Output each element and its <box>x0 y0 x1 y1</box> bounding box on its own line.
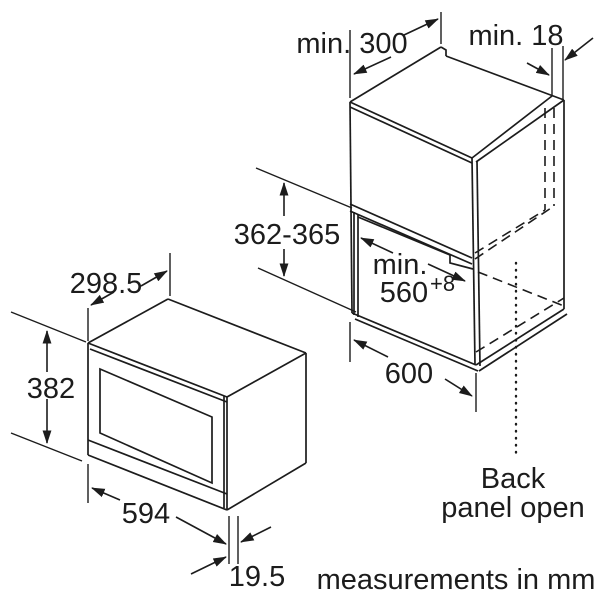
dim-arrow <box>353 339 389 358</box>
cabinet-side-face <box>475 100 568 372</box>
niche-floor-edge <box>357 216 474 270</box>
dim-oven-height: 382 <box>10 311 87 462</box>
top-right-edge-inner <box>471 95 553 159</box>
oven-top-back-edge <box>167 298 307 354</box>
top-right-edge-outer <box>475 99 565 163</box>
front-right-edge-a <box>471 157 476 366</box>
dimensions: min. 300 min. 18 362-365 <box>10 12 594 593</box>
dim-cabinet-width: 600 <box>349 322 477 412</box>
oven-top-face <box>87 298 307 398</box>
top-back-edge <box>445 55 565 101</box>
ext-line <box>257 267 357 313</box>
dim-label-niche-width-prefix: min. <box>373 249 428 281</box>
bottom-front-edge-b <box>354 318 479 372</box>
dim-label-door-protrusion: 19.5 <box>229 561 285 593</box>
oven-drawing <box>87 298 307 511</box>
hidden-edges <box>474 108 565 353</box>
door-top-edge-b <box>89 348 228 403</box>
top-front-edge <box>349 101 473 159</box>
back-panel-note-line2: panel open <box>441 492 585 524</box>
panel-bottom-edge <box>349 203 473 259</box>
dim-label-niche-width-value: 560 <box>380 277 428 309</box>
notes: Back panel open measurements in mm <box>317 463 596 596</box>
dim-arrow <box>403 18 439 36</box>
dim-arrow <box>240 526 272 543</box>
cabinet-front-face <box>349 101 481 372</box>
cabinet-drawing <box>349 46 568 457</box>
hidden-shelf-edge-a <box>474 209 546 254</box>
dim-niche-height: 362-365 <box>234 167 357 313</box>
ext-line <box>10 432 83 462</box>
side-bottom-edge-a <box>475 308 565 366</box>
dim-label-niche-depth: min. 300 <box>296 28 407 60</box>
top-front-edge-inner <box>349 106 473 164</box>
dim-oven-width: 594 <box>87 464 227 545</box>
dim-arrow <box>564 37 594 61</box>
dim-arrow <box>90 291 115 306</box>
hidden-side-inner-bottom <box>475 297 565 353</box>
dim-arrow <box>175 516 227 545</box>
top-back-notch <box>440 46 447 56</box>
dim-label-oven-depth: 298.5 <box>70 268 143 300</box>
units-note: measurements in mm <box>317 564 596 596</box>
dim-door-protrusion: 19.5 <box>190 516 285 593</box>
side-bottom-edge-b <box>478 313 568 372</box>
dim-arrow <box>190 556 227 575</box>
bottom-front-edge-a <box>351 312 477 366</box>
oven-side-face <box>226 353 307 511</box>
ext-line <box>10 311 87 343</box>
dim-arrow <box>526 62 550 76</box>
hidden-floor-back-edge <box>477 271 565 307</box>
oven-top-right-edge <box>226 352 307 398</box>
ext-line <box>255 167 353 209</box>
oven-top-left-edge <box>87 298 169 344</box>
front-right-edge-b <box>476 160 481 367</box>
oven-door <box>87 342 228 511</box>
door-window <box>99 367 213 485</box>
dim-arrow <box>91 487 121 501</box>
top-left-edge <box>349 46 442 103</box>
dim-label-cabinet-width: 600 <box>385 358 433 390</box>
door-top-edge-a <box>87 342 228 398</box>
dim-arrow <box>353 56 392 75</box>
dim-label-oven-height: 382 <box>27 373 75 405</box>
dim-label-panel-thickness: min. 18 <box>468 20 563 52</box>
dim-panel-thickness: min. 18 <box>468 20 594 99</box>
dim-arrow <box>360 237 394 254</box>
dim-niche-depth: min. 300 <box>296 12 442 98</box>
dim-arrow <box>427 263 466 282</box>
back-panel-note-line1: Back <box>481 463 546 495</box>
dim-arrow <box>140 270 168 287</box>
hidden-shelf-edge-b <box>474 205 555 260</box>
dim-niche-width: min. 560 +8 <box>360 237 466 309</box>
door-bottom-edge <box>87 454 228 511</box>
cabinet-top-face <box>349 46 565 164</box>
floor-step <box>449 255 474 270</box>
dim-oven-depth: 298.5 <box>70 253 171 341</box>
dim-label-niche-height: 362-365 <box>234 219 340 251</box>
door-lower-strip <box>87 439 228 495</box>
niche-top-edge <box>349 210 473 265</box>
dim-arrow <box>444 378 473 397</box>
oven-side-bottom-edge <box>226 462 307 511</box>
dim-label-oven-width: 594 <box>122 498 170 530</box>
floor-back-edge <box>357 216 451 256</box>
dim-label-niche-width-tolerance: +8 <box>430 271 455 296</box>
